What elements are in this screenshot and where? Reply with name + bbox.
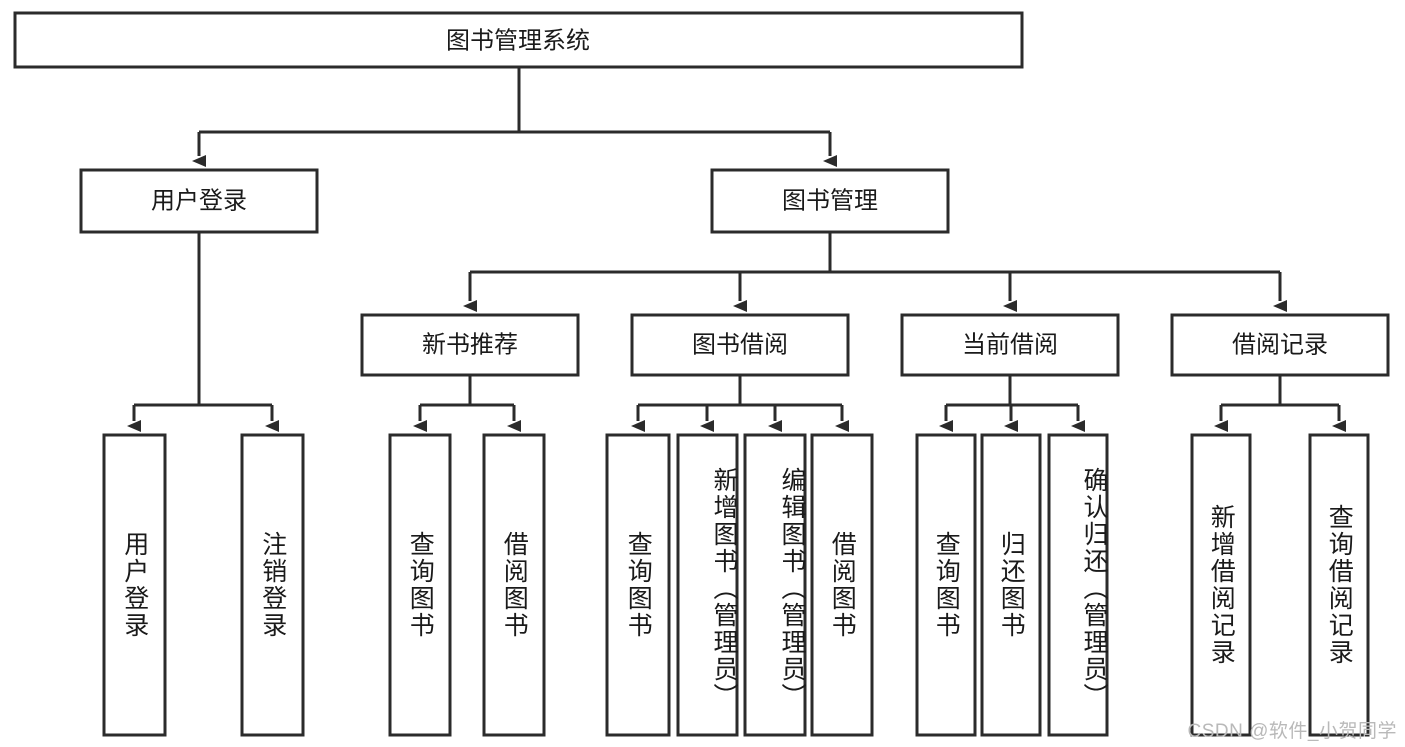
node-book-borrow[interactable]: 图书借阅 [630, 313, 850, 377]
node-borrow-record[interactable]: 借阅记录 [1170, 313, 1390, 377]
connector-group-current-borrow [939, 375, 1085, 432]
leaf-label-borrow-book-2: 借阅图书 [828, 531, 857, 639]
node-borrow-record-box[interactable] [1170, 313, 1390, 377]
leaf-label-return-book: 归还图书 [997, 531, 1026, 639]
node-root-box[interactable] [13, 11, 1024, 69]
connector-group-user-login [127, 232, 279, 432]
leaf-box-query-book-3[interactable] [915, 433, 977, 737]
leaf-box-edit-book[interactable] [743, 433, 807, 737]
node-new-book-recommend[interactable]: 新书推荐 [360, 313, 580, 377]
leaf-box-return-book[interactable] [980, 433, 1042, 737]
leaf-label-logout: 注销登录 [258, 531, 287, 639]
connector-group-new-book-rec [413, 375, 521, 432]
node-book-borrow-label: 图书借阅 [692, 331, 788, 358]
leaf-box-user-login[interactable] [102, 433, 167, 737]
node-book-management-box[interactable] [710, 168, 950, 234]
leaf-label-borrow-book-1: 借阅图书 [500, 531, 529, 639]
node-current-borrow[interactable]: 当前借阅 [900, 313, 1120, 377]
node-book-management-label: 图书管理 [782, 187, 878, 214]
node-new-book-recommend-box[interactable] [360, 313, 580, 377]
leaf-box-add-record[interactable] [1190, 433, 1252, 737]
leaf-box-logout[interactable] [240, 433, 305, 737]
node-user-login-label: 用户登录 [151, 187, 247, 214]
leaf-label-confirm-return: 确认归还（管理员） [1080, 466, 1108, 710]
leaf-box-confirm-return[interactable] [1047, 433, 1109, 737]
node-root[interactable]: 图书管理系统 [13, 11, 1024, 69]
connector-group-book-mgmt [463, 232, 1287, 312]
leaf-label-add-book: 新增图书（管理员） [710, 466, 738, 710]
leaf-label-edit-book: 编辑图书（管理员） [778, 466, 806, 710]
leaf-label-add-record: 新增借阅记录 [1207, 504, 1236, 666]
node-root-label: 图书管理系统 [446, 27, 590, 54]
connector-group-book-borrow [631, 375, 849, 432]
leaf-label-user-login: 用户登录 [120, 531, 149, 639]
leaf-label-query-book-2: 查询图书 [624, 531, 653, 639]
node-user-login-box[interactable] [79, 168, 319, 234]
leaf-box-borrow-book-1[interactable] [482, 433, 546, 737]
leaf-label-query-book-3: 查询图书 [932, 531, 961, 639]
node-current-borrow-label: 当前借阅 [962, 331, 1058, 358]
connector-group-borrow-record [1214, 375, 1346, 432]
leaf-box-query-book-2[interactable] [605, 433, 671, 737]
node-current-borrow-box[interactable] [900, 313, 1120, 377]
node-user-login[interactable]: 用户登录 [79, 168, 319, 234]
node-new-book-recommend-label: 新书推荐 [422, 331, 518, 358]
leaf-label-query-record: 查询借阅记录 [1325, 504, 1354, 666]
node-book-management[interactable]: 图书管理 [710, 168, 950, 234]
node-book-borrow-box[interactable] [630, 313, 850, 377]
leaf-box-query-record[interactable] [1308, 433, 1370, 737]
node-borrow-record-label: 借阅记录 [1232, 331, 1328, 358]
connector-group-root [192, 67, 837, 167]
leaf-box-add-book[interactable] [676, 433, 739, 737]
leaf-box-query-book-1[interactable] [388, 433, 452, 737]
csdn-watermark: CSDN @软件_小贺同学 [1187, 721, 1397, 742]
leaf-label-query-book-1: 查询图书 [406, 531, 435, 639]
leaf-box-borrow-book-2[interactable] [810, 433, 874, 737]
